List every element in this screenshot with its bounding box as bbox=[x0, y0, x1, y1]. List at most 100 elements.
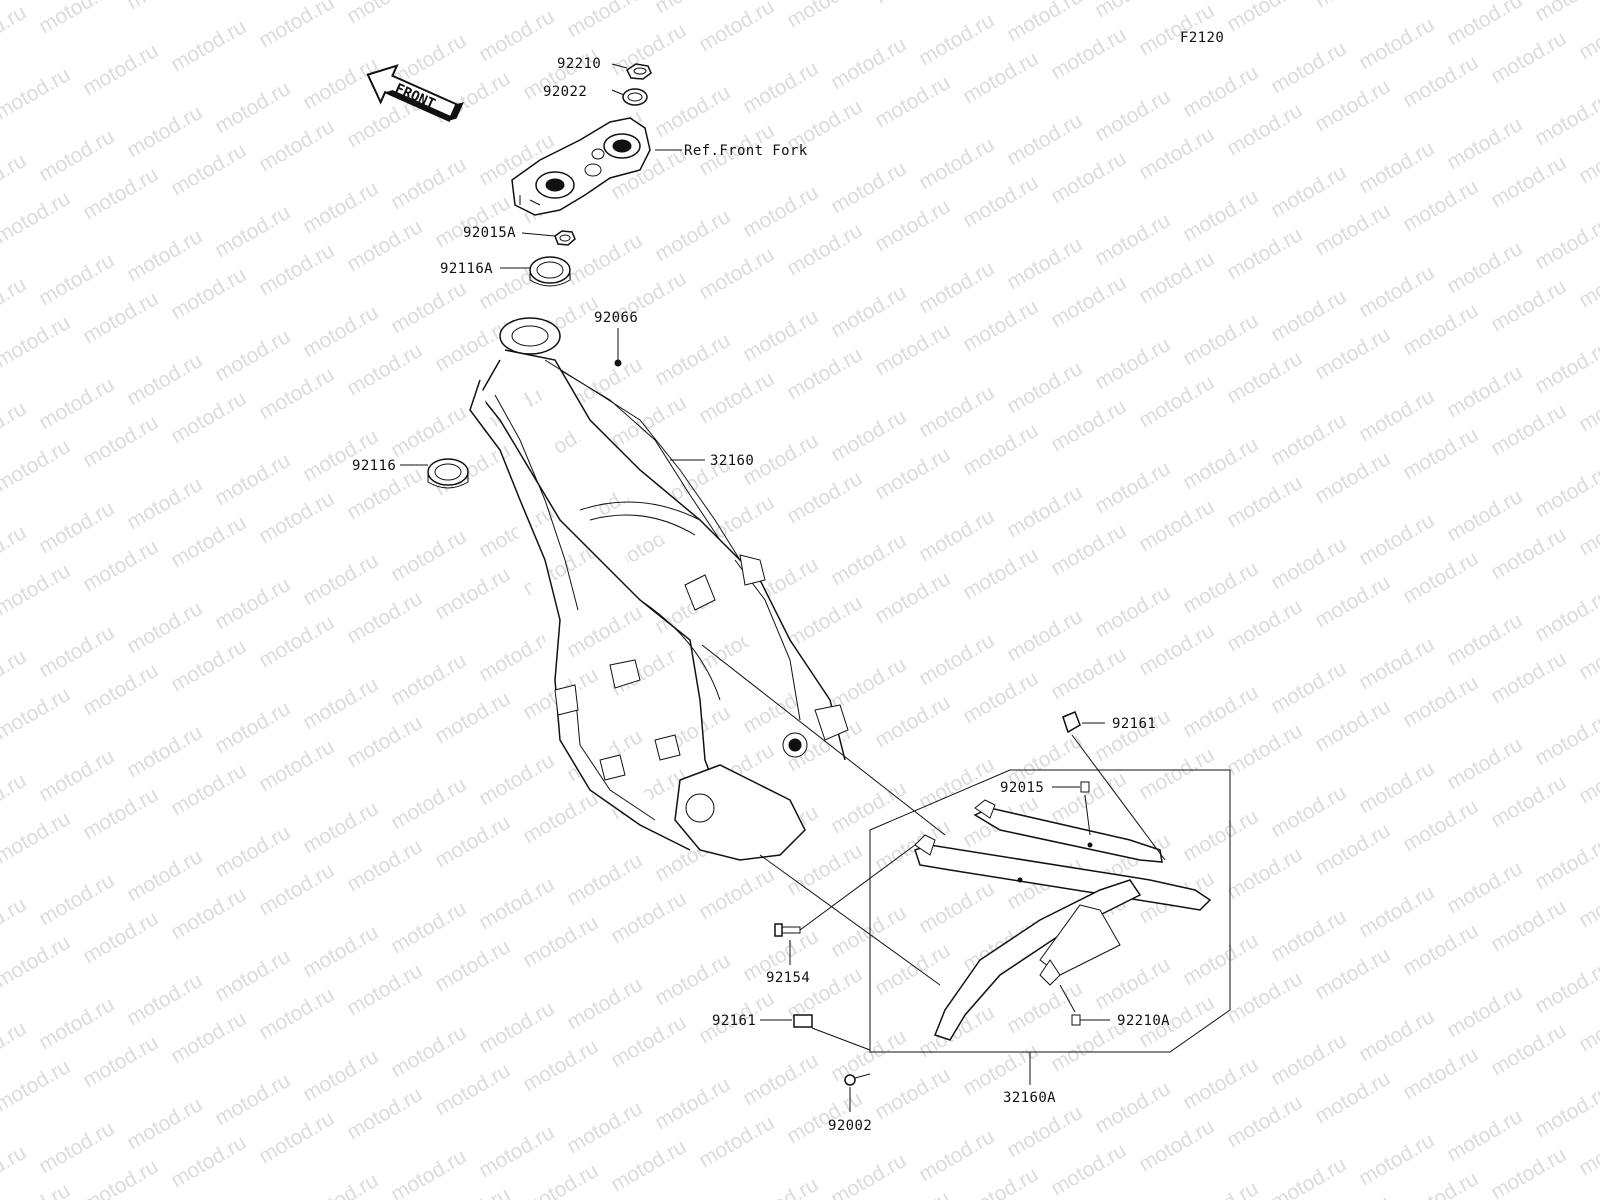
watermark-text: motod.ru bbox=[343, 215, 426, 276]
watermark-text: motod.ru bbox=[959, 543, 1042, 604]
watermark-text: motod.ru bbox=[299, 1169, 382, 1200]
callout-92015: 92015 bbox=[1000, 780, 1044, 796]
callout-92210A: 92210A bbox=[1117, 1013, 1170, 1029]
watermark-text: motod.ru bbox=[915, 257, 998, 318]
watermark-text: motod.ru bbox=[1047, 271, 1130, 332]
callout-92022: 92022 bbox=[543, 84, 587, 100]
watermark-text: motod.ru bbox=[1223, 595, 1306, 656]
watermark-text: motod.ru bbox=[167, 883, 250, 944]
watermark-text: motod.ru bbox=[827, 405, 910, 466]
part-92161-top-collar bbox=[1063, 712, 1080, 732]
watermark-text: motod.ru bbox=[871, 195, 954, 256]
watermark-text: motod.ru bbox=[827, 529, 910, 590]
watermark-text: motod.ru bbox=[299, 301, 382, 362]
watermark-text: motod.ru bbox=[1311, 1067, 1394, 1128]
watermark-text: motod.ru bbox=[1179, 1177, 1262, 1200]
watermark-text: motod.ru bbox=[1179, 433, 1262, 494]
watermark-text: motod.ru bbox=[1091, 333, 1174, 394]
watermark-text: motod.ru bbox=[0, 273, 30, 334]
watermark-text: motod.ru bbox=[1047, 395, 1130, 456]
watermark-text: motod.ru bbox=[1091, 457, 1174, 518]
watermark-text: motod.ru bbox=[1575, 127, 1600, 188]
watermark-text: motod.ru bbox=[167, 635, 250, 696]
watermark-text: motod.ru bbox=[387, 1021, 470, 1082]
watermark-text: motod.ru bbox=[387, 401, 470, 462]
watermark-text: motod.ru bbox=[255, 239, 338, 300]
watermark-text: motod.ru bbox=[1355, 757, 1438, 818]
watermark-text: motod.ru bbox=[0, 769, 30, 830]
watermark-text: motod.ru bbox=[255, 487, 338, 548]
watermark-text: motod.ru bbox=[1091, 209, 1174, 270]
watermark-text: motod.ru bbox=[1355, 1129, 1438, 1190]
watermark-text: motod.ru bbox=[1311, 199, 1394, 260]
watermark-text: motod.ru bbox=[1003, 357, 1086, 418]
watermark-text: motod.ru bbox=[387, 525, 470, 586]
watermark-text: motod.ru bbox=[1399, 175, 1482, 236]
watermark-text: motod.ru bbox=[299, 53, 382, 114]
watermark-text: motod.ru bbox=[1443, 733, 1526, 794]
watermark-text: motod.ru bbox=[1355, 13, 1438, 74]
part-upper-triple-clamp bbox=[512, 118, 650, 215]
watermark-text: motod.ru bbox=[1575, 995, 1600, 1056]
watermark-text: motod.ru bbox=[343, 339, 426, 400]
watermark-text: motod.ru bbox=[783, 219, 866, 280]
watermark-text: motod.ru bbox=[1575, 375, 1600, 436]
watermark-text: motod.ru bbox=[387, 277, 470, 338]
watermark-text: motod.ru bbox=[739, 305, 822, 366]
watermark-text: motod.ru bbox=[211, 325, 294, 386]
watermark-text: motod.ru bbox=[1355, 137, 1438, 198]
watermark-text: motod.ru bbox=[1179, 309, 1262, 370]
watermark-text: motod.ru bbox=[1443, 361, 1526, 422]
watermark-text: motod.ru bbox=[1399, 547, 1482, 608]
watermark-text: motod.ru bbox=[475, 873, 558, 934]
watermark-text: motod.ru bbox=[1047, 643, 1130, 704]
watermark-text: motod.ru bbox=[79, 1155, 162, 1200]
watermark-text: motod.ru bbox=[1531, 833, 1600, 894]
watermark-text: motod.ru bbox=[0, 683, 74, 744]
watermark-text: motod.ru bbox=[79, 535, 162, 596]
watermark-text: motod.ru bbox=[35, 745, 118, 806]
watermark-text: motod.ru bbox=[0, 1141, 30, 1200]
watermark-text: motod.ru bbox=[1311, 943, 1394, 1004]
watermark-text: motod.ru bbox=[1267, 657, 1350, 718]
watermark-text: motod.ru bbox=[563, 229, 646, 290]
watermark-text: motod.ru bbox=[1047, 1139, 1130, 1200]
watermark-text: motod.ru bbox=[343, 1083, 426, 1144]
watermark-text: motod.ru bbox=[123, 969, 206, 1030]
watermark-text: motod.ru bbox=[1179, 681, 1262, 742]
watermark-text: motod.ru bbox=[1223, 223, 1306, 284]
watermark-text: motod.ru bbox=[123, 1093, 206, 1154]
watermark-text: motod.ru bbox=[959, 295, 1042, 356]
watermark-text: motod.ru bbox=[827, 1025, 910, 1086]
watermark-text: motod.ru bbox=[475, 749, 558, 810]
watermark-text: motod.ru bbox=[1487, 895, 1570, 956]
watermark-text: motod.ru bbox=[167, 15, 250, 76]
watermark-text: motod.ru bbox=[35, 1117, 118, 1178]
watermark-text: motod.ru bbox=[783, 467, 866, 528]
watermark-text: motod.ru bbox=[1091, 705, 1174, 766]
watermark-text: motod.ru bbox=[1531, 709, 1600, 770]
watermark-text: motod.ru bbox=[431, 191, 514, 252]
watermark-text: motod.ru bbox=[871, 1187, 954, 1200]
watermark-text: motod.ru bbox=[167, 1007, 250, 1068]
watermark-text: motod.ru bbox=[827, 777, 910, 838]
part-92210A-nut bbox=[1072, 1015, 1080, 1025]
watermark-text: motod.ru bbox=[1311, 819, 1394, 880]
watermark-text: motod.ru bbox=[123, 473, 206, 534]
watermark-text: motod.ru bbox=[1575, 871, 1600, 932]
watermark-text: motod.ru bbox=[1091, 85, 1174, 146]
watermark-text: motod.ru bbox=[255, 859, 338, 920]
watermark-text: motod.ru bbox=[211, 201, 294, 262]
watermark-text: motod.ru bbox=[563, 1097, 646, 1158]
watermark-text: motod.ru bbox=[211, 1069, 294, 1130]
watermark-text: motod.ru bbox=[1311, 447, 1394, 508]
watermark-text: motod.ru bbox=[1443, 485, 1526, 546]
watermark-text: motod.ru bbox=[1399, 51, 1482, 112]
watermark-text: motod.ru bbox=[915, 877, 998, 938]
watermark-text: motod.ru bbox=[563, 0, 646, 42]
watermark-text: motod.ru bbox=[343, 959, 426, 1020]
watermark-text: motod.ru bbox=[1399, 1167, 1482, 1200]
watermark-text: motod.ru bbox=[915, 9, 998, 70]
part-92015A-nut bbox=[555, 231, 575, 245]
